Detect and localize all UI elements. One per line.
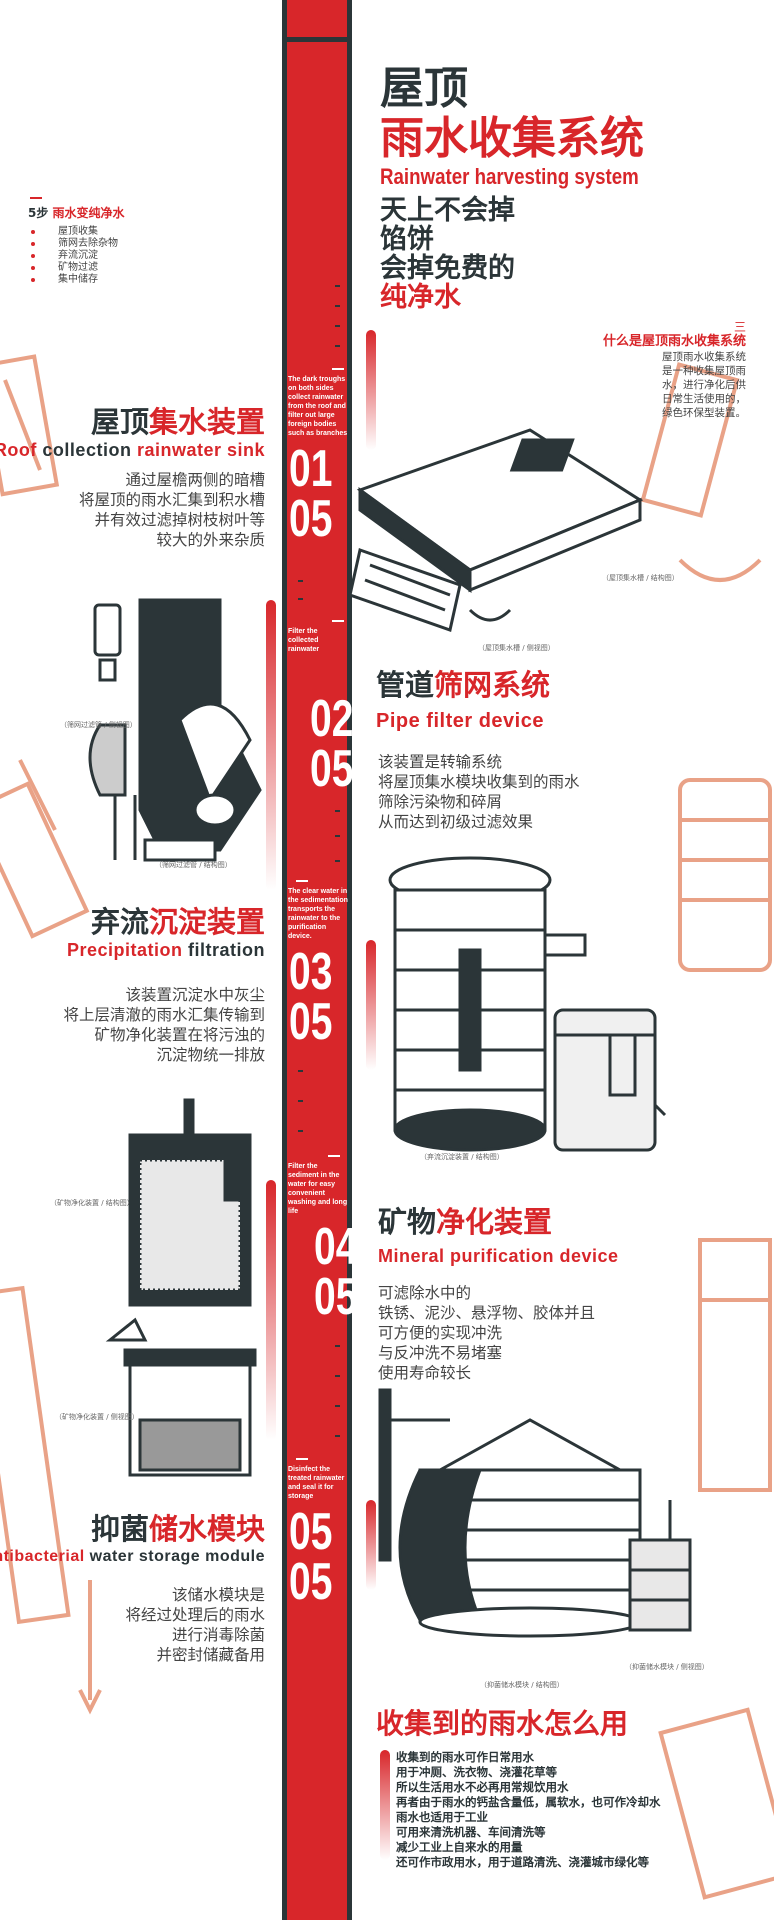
section-3-header: 弃流沉淀装置 Precipitation filtration bbox=[66, 905, 265, 960]
uses-item: 可用来清洗机器、车间清洗等 bbox=[396, 1825, 546, 1839]
steps-heading: 雨水变纯净水 bbox=[52, 206, 125, 220]
caption: （筛网过滤管 / 结构图） bbox=[155, 861, 232, 869]
accent-gradient bbox=[266, 600, 276, 890]
caption: （屋顶集水槽 / 侧视图） bbox=[478, 644, 555, 652]
section-4-desc: 可滤除水中的铁锈、泥沙、悬浮物、胶体并且可方便的实现冲洗与反冲洗不易堵塞使用寿命… bbox=[378, 1284, 596, 1382]
uses-list: 收集到的雨水可作日常用水 用于冲厕、洗衣物、浇灌花草等 所以生活用水不必再用常规… bbox=[396, 1750, 661, 1870]
accent-gradient bbox=[266, 1180, 276, 1440]
section-4-bar-stack: Filter the sediment in the water for eas… bbox=[288, 1155, 358, 1326]
uses-item: 用于冲厕、洗衣物、浇灌花草等 bbox=[396, 1765, 557, 1779]
what-mark: 三 bbox=[733, 320, 746, 334]
filter-pipe-illustration bbox=[88, 598, 262, 862]
roof-sink-illustration bbox=[348, 428, 644, 632]
slogan-line: 会掉免费的 bbox=[380, 253, 515, 284]
sediment-tank-illustration bbox=[388, 856, 667, 1152]
step-item: 矿物过滤 bbox=[28, 262, 118, 274]
section-1-desc: 通过屋檐两侧的暗槽将屋顶的雨水汇集到积水槽并有效过滤掉树枝树叶等较大的外来杂质 bbox=[78, 471, 265, 549]
section-5-desc: 该储水模块是将经过处理后的雨水进行消毒除菌并密封储藏备用 bbox=[125, 1586, 265, 1664]
what-title: 什么是屋顶雨水收集系统 bbox=[602, 334, 746, 349]
section-5-header: 抑菌储水模块 Antibacterial water storage modul… bbox=[0, 1512, 265, 1565]
title-block: 屋顶 雨水收集系统 Rainwater harvesting system 天上… bbox=[380, 63, 684, 313]
section-1-header: 屋顶集水装置 Roof collection rainwater sink bbox=[0, 405, 265, 460]
timeline-divider bbox=[282, 37, 352, 42]
section-2-header: 管道筛网系统 Pipe filter device bbox=[376, 668, 551, 732]
uses-title: 收集到的雨水怎么用 bbox=[376, 1707, 629, 1740]
section-5-en-note: Disinfect the treated rainwater and seal… bbox=[288, 1466, 345, 1500]
steps-list: 屋顶收集 筛网去除杂物 弃流沉淀 矿物过滤 集中储存 bbox=[28, 226, 118, 286]
caption: （弃流沉淀装置 / 结构图） bbox=[420, 1153, 504, 1161]
section-1-bar-stack: The dark troughs on both sides collect r… bbox=[288, 368, 348, 548]
uses-item: 还可作市政用水，用于道路清洗、浇灌城市绿化等 bbox=[396, 1855, 649, 1869]
what-is-block: 三 什么是屋顶雨水收集系统 屋顶雨水收集系统是一种收集屋顶雨水，进行净化后供日常… bbox=[600, 320, 746, 420]
accent-gradient bbox=[366, 940, 376, 1070]
step-item: 筛网去除杂物 bbox=[28, 238, 118, 250]
step-item: 屋顶收集 bbox=[28, 226, 118, 238]
section-2-en-note: Filter the collected rainwater bbox=[288, 628, 320, 653]
caption: （抑菌储水模块 / 结构图） bbox=[480, 1681, 564, 1689]
slogan-line: 馅饼 bbox=[380, 224, 434, 255]
title-en: Rainwater harvesting system bbox=[380, 164, 639, 189]
uses-item: 雨水也适用于工业 bbox=[396, 1810, 488, 1824]
uses-item: 收集到的雨水可作日常用水 bbox=[396, 1750, 534, 1764]
caption: （筛网过滤管 / 侧视图） bbox=[60, 721, 137, 729]
steps-count: 5步 bbox=[28, 206, 49, 220]
title-line2: 雨水收集系统 bbox=[380, 113, 644, 164]
accent-gradient bbox=[380, 1750, 390, 1860]
section-3-en-note: The clear water in the sedimentation tra… bbox=[288, 888, 348, 940]
accent-gradient bbox=[366, 1500, 376, 1590]
uses-item: 所以生活用水不必再用常规饮用水 bbox=[396, 1780, 569, 1794]
accent-dash bbox=[30, 197, 42, 199]
section-1-en-note: The dark troughs on both sides collect r… bbox=[288, 376, 348, 437]
storage-tank-illustration bbox=[378, 1388, 692, 1638]
caption: （矿物净化装置 / 侧视图） bbox=[55, 1413, 139, 1421]
section-2-desc: 该装置是转输系统将屋顶集水模块收集到的雨水筛除污染物和碎屑从而达到初级过滤效果 bbox=[378, 753, 580, 831]
caption: （矿物净化装置 / 结构图） bbox=[50, 1199, 134, 1207]
accent-gradient bbox=[366, 330, 376, 450]
caption: （屋顶集水槽 / 结构图） bbox=[602, 574, 679, 582]
timeline-bar bbox=[282, 0, 352, 1920]
title-line1: 屋顶 bbox=[380, 63, 468, 114]
section-3-bar-stack: The clear water in the sedimentation tra… bbox=[288, 880, 348, 1051]
step-item: 弃流沉淀 bbox=[28, 250, 118, 262]
slogan-line: 纯净水 bbox=[380, 282, 461, 313]
section-4-header: 矿物净化装置 Mineral purification device bbox=[378, 1205, 619, 1266]
mineral-filter-illustration bbox=[105, 1098, 257, 1477]
step-item: 集中储存 bbox=[28, 274, 118, 286]
slogan-line: 天上不会掉 bbox=[380, 195, 515, 226]
uses-item: 再者由于雨水的钙盐含量低，属软水，也可作冷却水 bbox=[396, 1795, 661, 1809]
section-3-desc: 该装置沉淀水中灰尘将上层清澈的雨水汇集传输到矿物净化装置在将污浊的沉淀物统一排放 bbox=[63, 986, 265, 1064]
steps-title: 5步 雨水变纯净水 bbox=[28, 204, 125, 221]
section-5-bar-stack: Disinfect the treated rainwater and seal… bbox=[288, 1458, 348, 1611]
caption: （抑菌储水模块 / 侧视图） bbox=[625, 1663, 709, 1671]
section-4-en-note: Filter the sediment in the water for eas… bbox=[288, 1163, 348, 1215]
what-text: 屋顶雨水收集系统是一种收集屋顶雨水，进行净化后供日常生活使用的，绿色环保型装置。 bbox=[662, 351, 746, 419]
uses-item: 减少工业上自来水的用量 bbox=[396, 1840, 523, 1854]
